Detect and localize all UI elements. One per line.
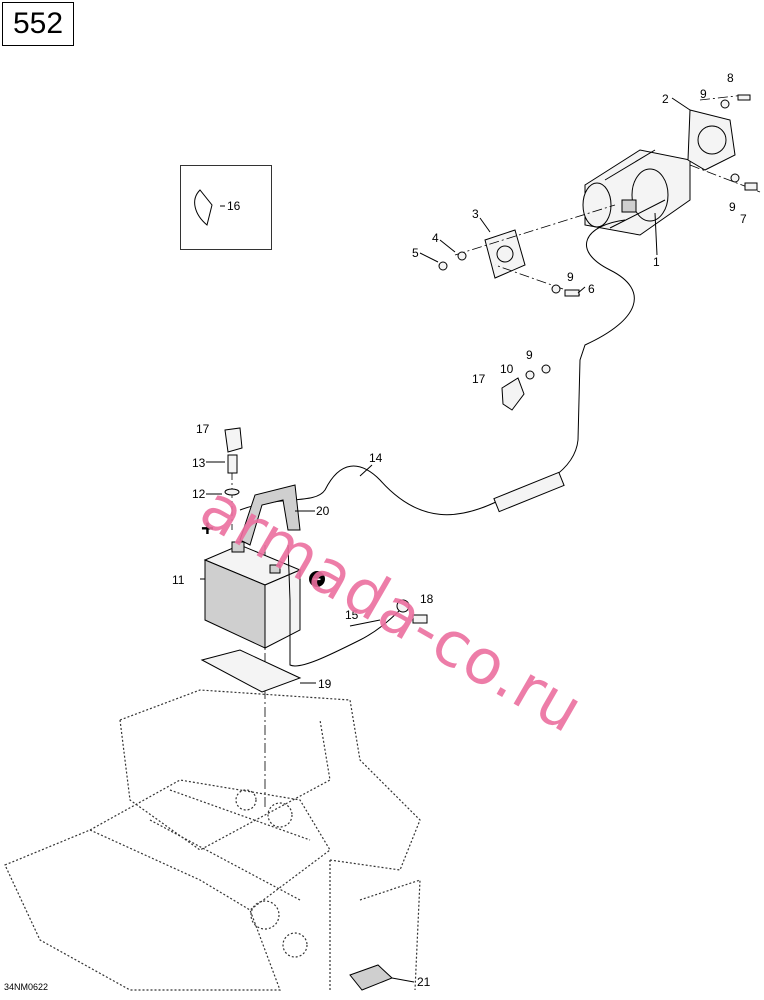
callout-3: 3 <box>472 207 479 221</box>
ground-cable <box>287 544 404 667</box>
front-bracket <box>484 229 526 279</box>
callout-2: 2 <box>662 92 669 106</box>
battery-strap <box>239 484 301 546</box>
callout-16: 16 <box>227 199 241 213</box>
callout-8: 8 <box>727 71 734 85</box>
callout-15: 15 <box>345 608 359 622</box>
callout-17-upper: 17 <box>196 422 210 436</box>
battery <box>203 541 302 649</box>
starter-motor <box>582 149 691 236</box>
callout-14: 14 <box>369 451 383 465</box>
rear-bracket <box>687 109 736 171</box>
callout-18: 18 <box>420 592 434 606</box>
callout-12: 12 <box>192 487 206 501</box>
callout-11: 11 <box>172 573 185 587</box>
callout-5: 5 <box>412 246 419 260</box>
minus-terminal-icon: − <box>309 571 325 587</box>
cable-tie <box>194 189 213 226</box>
callout-13: 13 <box>192 456 206 470</box>
callout-10: 10 <box>500 362 514 376</box>
fasteners <box>224 94 758 624</box>
leader-lines <box>200 97 691 983</box>
callout-9-middle: 9 <box>567 270 574 284</box>
callout-6: 6 <box>588 282 595 296</box>
axis-line-2 <box>494 264 581 296</box>
cable-sleeve <box>493 471 565 513</box>
chassis-frame <box>4 689 421 991</box>
callout-7: 7 <box>740 212 747 226</box>
callout-20: 20 <box>316 504 330 518</box>
page-number: 552 <box>12 7 64 40</box>
starter-cable <box>239 219 635 516</box>
terminal-boot-upper <box>224 427 243 453</box>
reference-code: 34NM0622 <box>4 982 49 992</box>
callout-19: 19 <box>318 677 332 691</box>
page-number-box: 552 <box>2 2 74 46</box>
callout-9-lower: 9 <box>526 348 533 362</box>
axis-line-1 <box>454 204 616 256</box>
callout-9-upper: 9 <box>700 87 707 101</box>
callout-9-right: 9 <box>729 200 736 214</box>
callout-1: 1 <box>653 255 660 269</box>
callout-21: 21 <box>417 975 431 989</box>
battery-pad <box>200 649 302 693</box>
callout-17-lower: 17 <box>472 372 486 386</box>
plus-terminal-icon: + <box>201 516 214 541</box>
terminal-boot-lower <box>501 377 525 411</box>
mounting-plate <box>349 964 393 991</box>
callout-4: 4 <box>432 231 439 245</box>
ground-ring <box>396 599 410 613</box>
inset-detail-box <box>180 165 272 250</box>
